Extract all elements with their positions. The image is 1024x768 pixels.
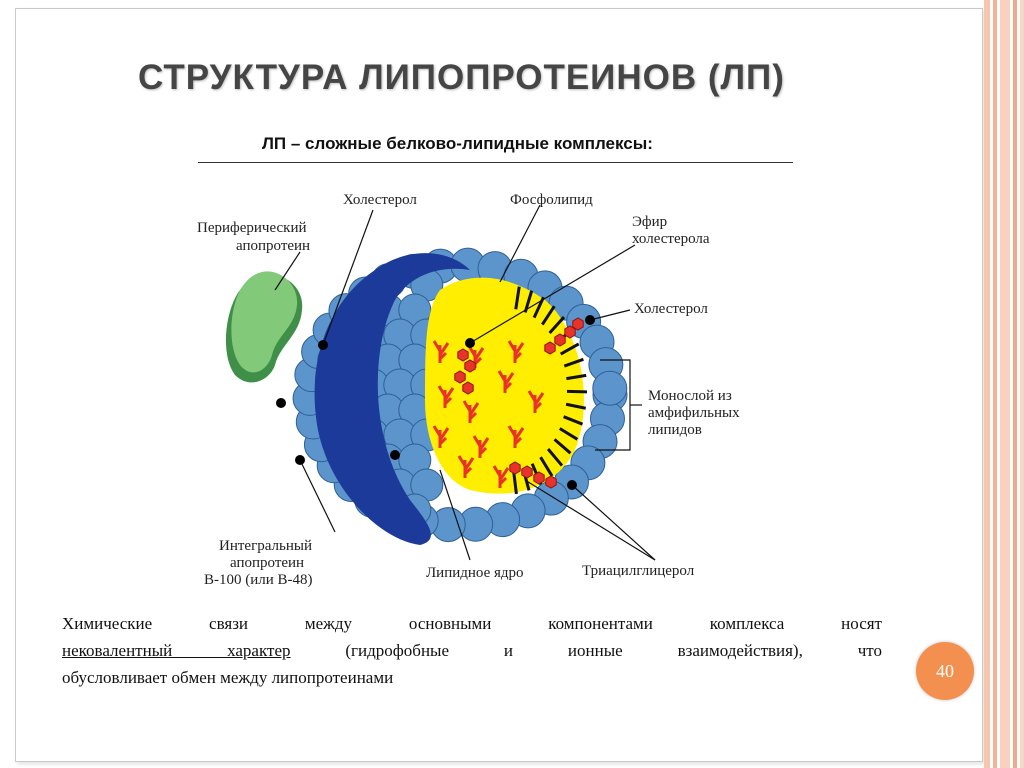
label-monolayer-line3: липидов bbox=[648, 422, 702, 438]
slide-subtitle: ЛП – сложные белково-липидные комплексы: bbox=[262, 134, 653, 153]
description-line-2: нековалентный характер (гидрофобные и ио… bbox=[62, 637, 882, 664]
description-line-1: Химические связи между основными компоне… bbox=[62, 614, 882, 633]
decorative-stripes bbox=[984, 0, 1024, 768]
diagram-labels: Холестерол Периферический апопротеин Фос… bbox=[197, 192, 740, 588]
page-number-badge: 40 bbox=[916, 642, 974, 700]
subtitle-rule bbox=[198, 162, 793, 163]
label-monolayer-line1: Монослой из bbox=[648, 388, 732, 404]
label-ester-line1: Эфир bbox=[632, 214, 667, 230]
label-monolayer-line2: амфифильных bbox=[648, 405, 740, 421]
leader-lines bbox=[274, 204, 656, 561]
label-integral-line1: Интегральный bbox=[219, 538, 312, 554]
noncovalent-term: нековалентный характер bbox=[62, 641, 291, 660]
description: Химические связи между основными компоне… bbox=[62, 610, 882, 691]
label-peripheral-line1: Периферический bbox=[197, 220, 307, 236]
label-ester-line2: холестерола bbox=[632, 231, 710, 247]
label-lipid-core: Липидное ядро bbox=[426, 565, 524, 581]
description-line-2-rest: (гидрофобные и ионные взаимодействия), ч… bbox=[290, 641, 882, 660]
peripheral-apoprotein bbox=[225, 271, 303, 383]
label-cholesterol-right: Холестерол bbox=[634, 301, 708, 317]
cholesterol-dots bbox=[276, 315, 595, 490]
label-integral-line3: В-100 (или В-48) bbox=[204, 572, 313, 588]
label-integral-line2: апопротеин bbox=[230, 555, 304, 571]
triacylglycerol-molecules bbox=[432, 340, 545, 488]
label-cholesterol-top: Холестерол bbox=[343, 192, 417, 208]
cholesterol-ester-molecules bbox=[454, 317, 584, 489]
label-triacylglycerol: Триацилглицерол bbox=[582, 563, 695, 579]
integral-apoprotein bbox=[314, 253, 470, 545]
slide-title: СТРУКТУРА ЛИПОПРОТЕИНОВ (ЛП) bbox=[138, 58, 785, 97]
lipoprotein-diagram: Холестерол Периферический апопротеин Фос… bbox=[190, 165, 790, 595]
description-line-3: обусловливает обмен между липопротеинами bbox=[62, 668, 394, 687]
label-peripheral-line2: апопротеин bbox=[236, 238, 310, 254]
label-phospholipid: Фосфолипид bbox=[510, 192, 593, 208]
